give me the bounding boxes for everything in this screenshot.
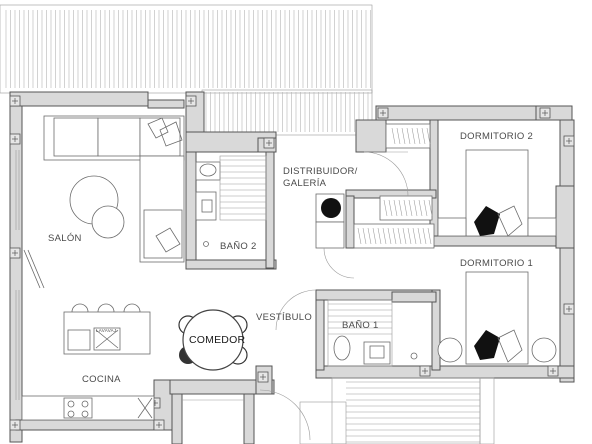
label-dormitorio-1: DORMITORIO 1 xyxy=(460,258,533,269)
kitchen-counter xyxy=(21,395,155,421)
label-distribuidor-line2: GALERÍA xyxy=(283,178,327,189)
dishwasher-label: LAVAVAJ. xyxy=(96,328,118,333)
label-salon: SALÓN xyxy=(48,233,82,244)
label-distribuidor-line1: DISTRIBUIDOR/ xyxy=(283,166,358,177)
kitchen-island: LAVAVAJ. xyxy=(63,303,151,355)
staircase xyxy=(171,377,495,444)
bed-2 xyxy=(437,149,557,237)
sofa xyxy=(43,115,185,263)
dining-table xyxy=(178,309,248,371)
left-windows xyxy=(15,150,45,400)
terrace-hatch xyxy=(0,4,373,94)
label-bano-1: BAÑO 1 xyxy=(342,320,379,331)
label-dormitorio-2: DORMITORIO 2 xyxy=(460,131,533,142)
door-swings xyxy=(259,151,409,441)
label-vestibulo: VESTÍBULO xyxy=(256,312,312,323)
terrace-hatch-right xyxy=(201,89,373,136)
bathroom-1-fixtures xyxy=(327,299,418,367)
room-labels: DORMITORIO 2 DISTRIBUIDOR/ GALERÍA SALÓN… xyxy=(48,131,533,385)
label-cocina: COCINA xyxy=(82,374,121,385)
coffee-table xyxy=(69,175,125,239)
label-comedor: COMEDOR xyxy=(189,334,245,346)
window-marks xyxy=(9,95,575,431)
bathroom-2-fixtures xyxy=(195,155,267,247)
wardrobes xyxy=(220,123,435,335)
bed-1 xyxy=(437,271,557,365)
label-bano-2: BAÑO 2 xyxy=(220,241,257,252)
